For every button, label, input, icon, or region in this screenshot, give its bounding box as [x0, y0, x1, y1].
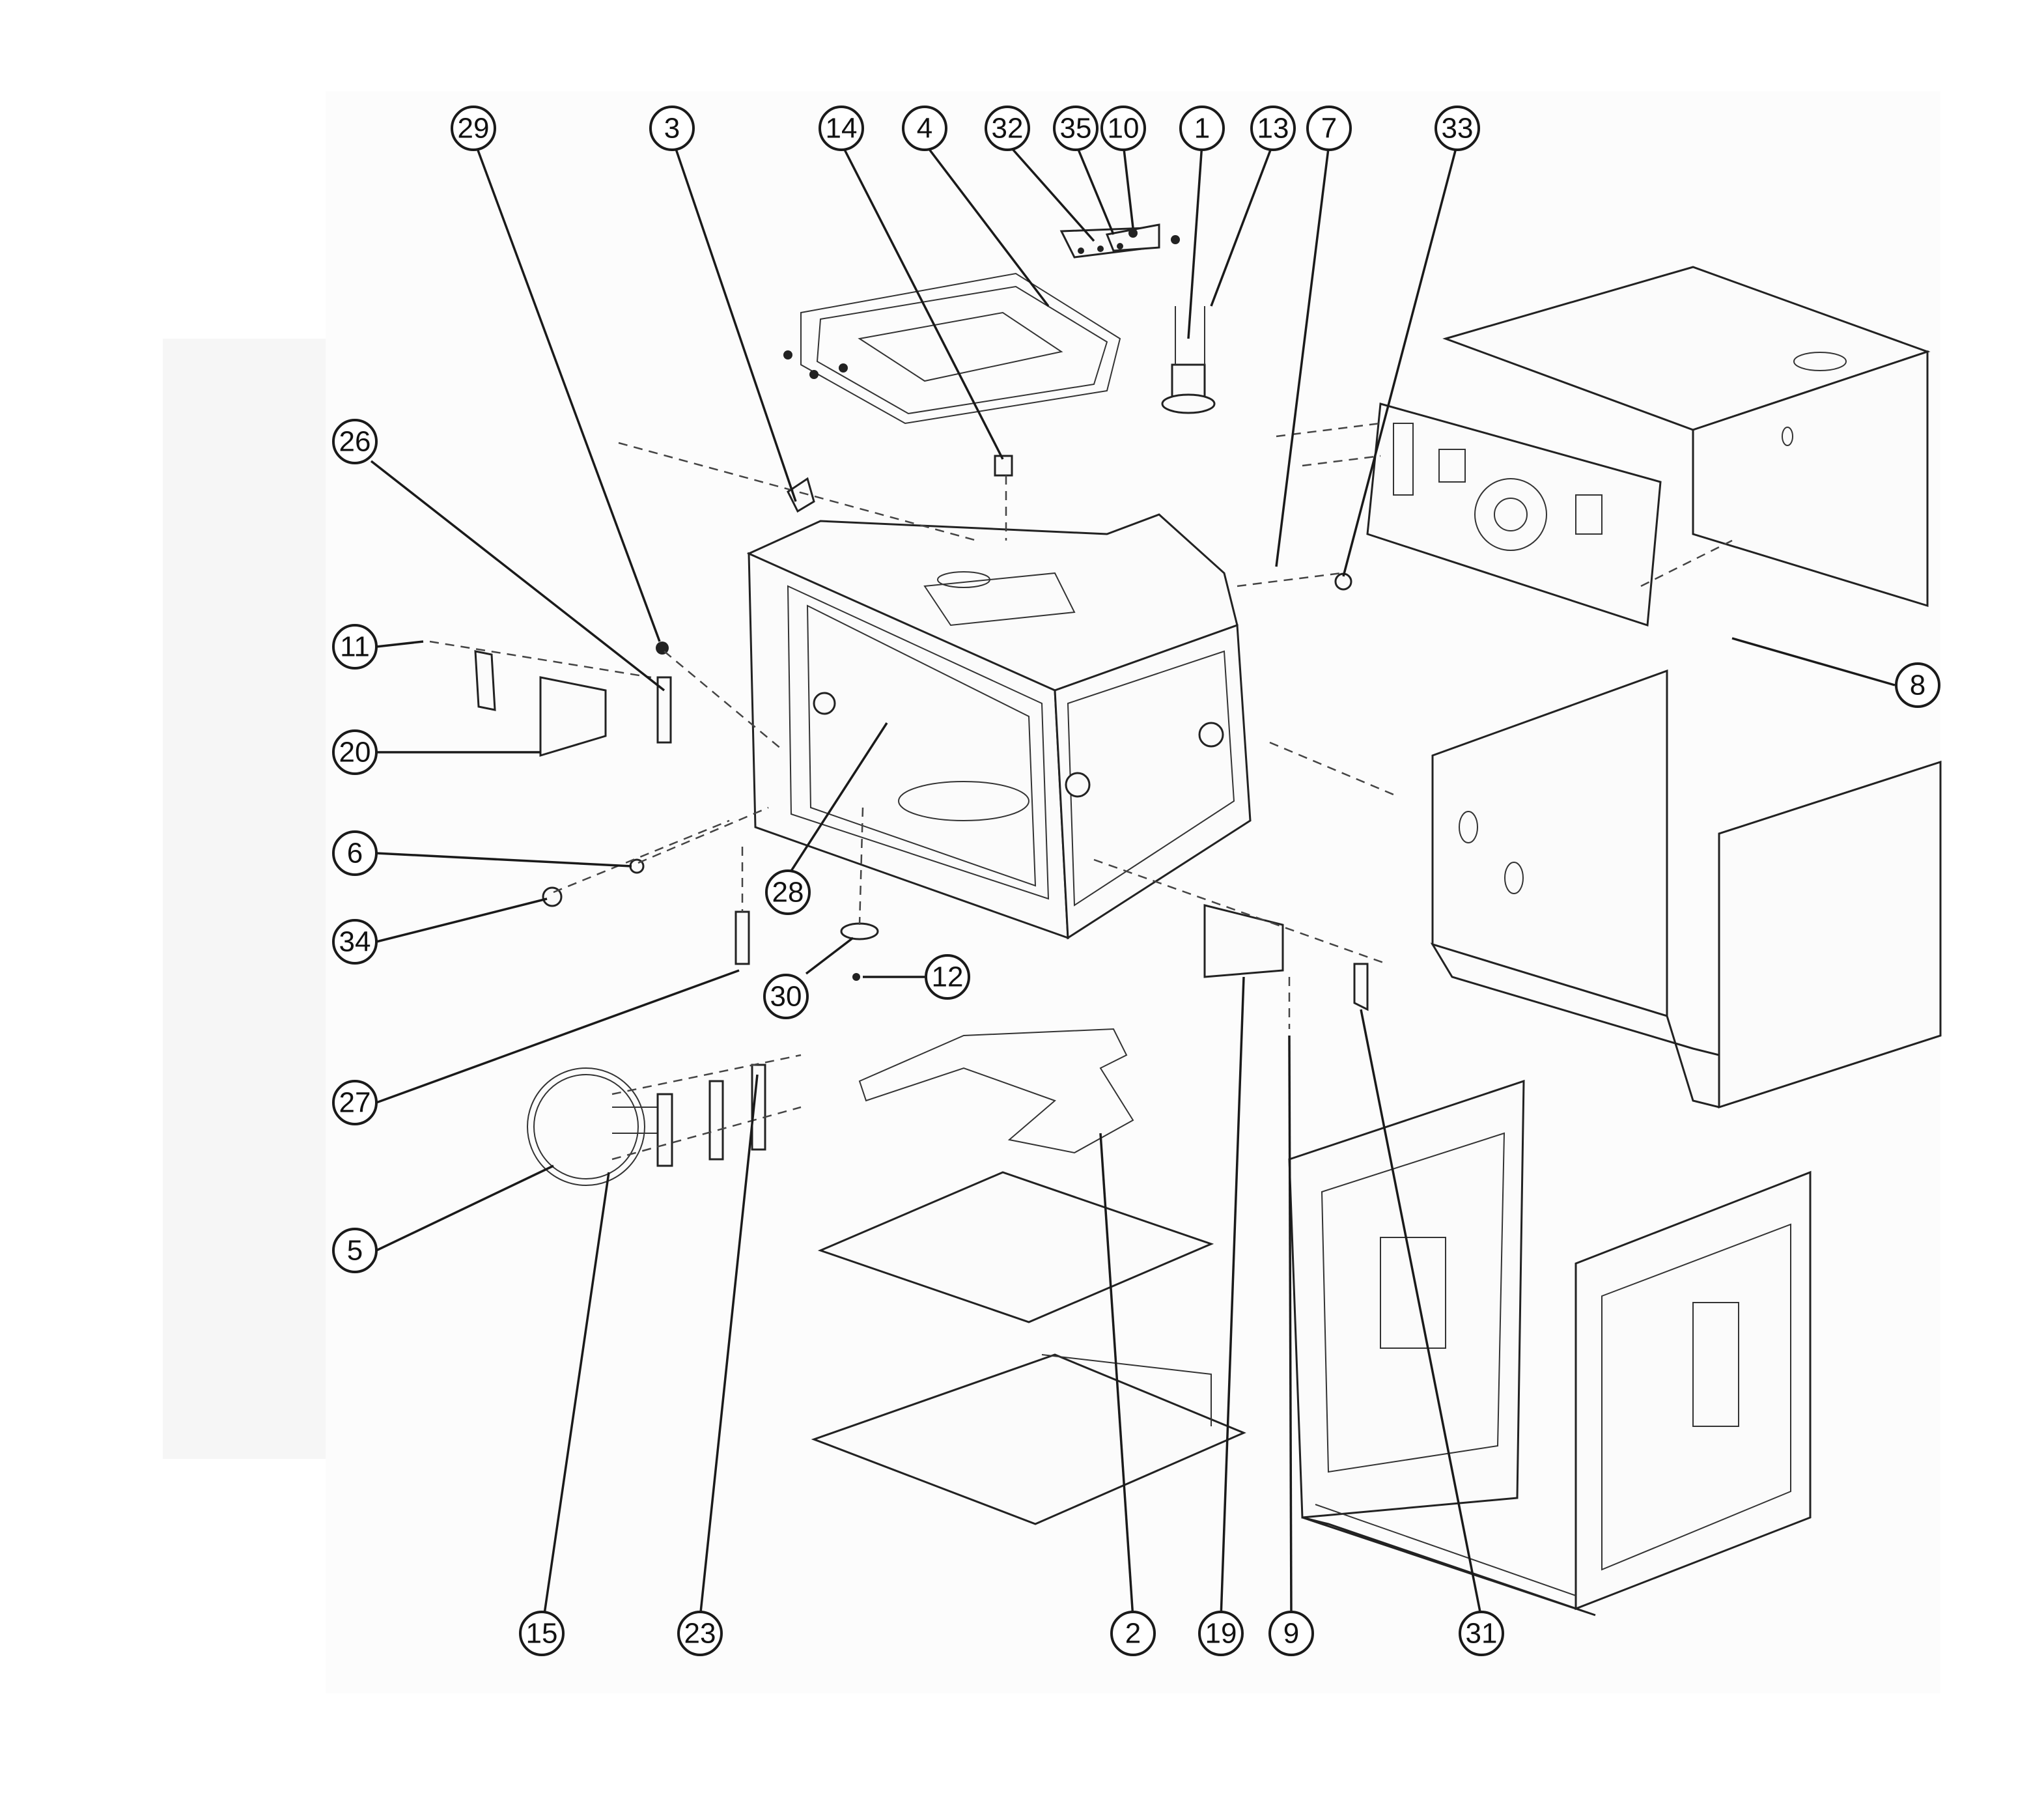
callout-32: 32	[985, 106, 1030, 151]
callout-label-34: 34	[339, 926, 371, 958]
callout-label-5: 5	[347, 1235, 363, 1267]
top-heater-element	[783, 272, 1121, 425]
callout-8: 8	[1895, 662, 1940, 708]
callout-label-2: 2	[1125, 1618, 1141, 1650]
callout-28: 28	[765, 869, 811, 915]
callout-14: 14	[819, 106, 864, 151]
washer-34	[542, 886, 563, 907]
callout-15: 15	[519, 1611, 565, 1656]
callout-13: 13	[1250, 106, 1296, 151]
callout-26: 26	[332, 419, 378, 464]
callout-label-26: 26	[339, 426, 371, 458]
ring-heater-element	[527, 1064, 766, 1186]
callout-label-4: 4	[917, 113, 932, 145]
lamp-holder	[1161, 306, 1216, 414]
callout-35: 35	[1053, 106, 1099, 151]
callout-label-30: 30	[770, 981, 802, 1013]
background-panel-left	[163, 339, 326, 1459]
callout-label-23: 23	[684, 1618, 716, 1650]
callout-label-12: 12	[932, 961, 964, 993]
bottom-heater-element	[858, 1028, 1134, 1154]
callout-label-31: 31	[1466, 1618, 1498, 1650]
callout-label-3: 3	[664, 113, 680, 145]
callout-label-10: 10	[1108, 113, 1140, 145]
callout-label-28: 28	[772, 877, 804, 909]
callout-label-13: 13	[1257, 113, 1289, 145]
callout-31: 31	[1459, 1611, 1504, 1656]
callout-29: 29	[451, 106, 496, 151]
callout-10: 10	[1100, 106, 1146, 151]
callout-4: 4	[902, 106, 947, 151]
callout-label-35: 35	[1060, 113, 1092, 145]
callout-6: 6	[332, 830, 378, 876]
callout-7: 7	[1306, 106, 1352, 151]
callout-27: 27	[332, 1080, 378, 1125]
clip-left	[474, 650, 496, 711]
oven-cavity	[746, 513, 1252, 940]
callout-label-27: 27	[339, 1087, 371, 1119]
callouts: 29 3 14 4 32 35 10 1 13 7 33 26 11 20 6 …	[332, 106, 1940, 1656]
callout-label-33: 33	[1442, 113, 1474, 145]
rear-wall-panel	[1366, 402, 1662, 627]
callout-label-15: 15	[526, 1618, 558, 1650]
callout-3: 3	[649, 106, 695, 151]
callout-1: 1	[1179, 106, 1225, 151]
callout-label-19: 19	[1205, 1618, 1237, 1650]
callout-label-32: 32	[992, 113, 1024, 145]
callout-label-8: 8	[1910, 670, 1925, 701]
clip-14	[994, 455, 1013, 477]
callout-label-11: 11	[340, 631, 370, 663]
callout-label-1: 1	[1194, 113, 1210, 145]
callout-9: 9	[1268, 1611, 1314, 1656]
nut-29	[656, 642, 669, 655]
callout-label-14: 14	[826, 113, 858, 145]
bracket-31	[1353, 963, 1369, 1011]
terminal-block	[1059, 223, 1180, 259]
part-3-bracket	[787, 477, 815, 513]
callout-23: 23	[677, 1611, 723, 1656]
outer-wrap-u	[1430, 669, 1942, 1109]
bracket-20	[539, 676, 607, 757]
callout-label-6: 6	[347, 838, 363, 869]
outer-top-cover	[1442, 266, 1931, 608]
callout-30: 30	[763, 974, 809, 1019]
parts-drawing	[429, 223, 1942, 1616]
callout-label-20: 20	[339, 737, 371, 769]
leader-lines	[370, 142, 1896, 1619]
callout-label-29: 29	[458, 113, 490, 145]
clip-26	[656, 676, 672, 744]
side-panels	[1288, 1079, 1812, 1616]
sensor-27	[735, 910, 750, 965]
part-30	[840, 922, 879, 940]
callout-12: 12	[925, 954, 970, 1000]
callout-label-7: 7	[1321, 113, 1337, 145]
callout-20: 20	[332, 729, 378, 775]
callout-11: 11	[332, 624, 378, 670]
callout-2: 2	[1110, 1611, 1156, 1656]
bottom-plates	[811, 1171, 1246, 1525]
callout-5: 5	[332, 1228, 378, 1273]
callout-34: 34	[332, 919, 378, 965]
callout-19: 19	[1198, 1611, 1244, 1656]
screw-12	[852, 973, 860, 981]
callout-33: 33	[1435, 106, 1480, 151]
callout-label-9: 9	[1283, 1618, 1299, 1650]
